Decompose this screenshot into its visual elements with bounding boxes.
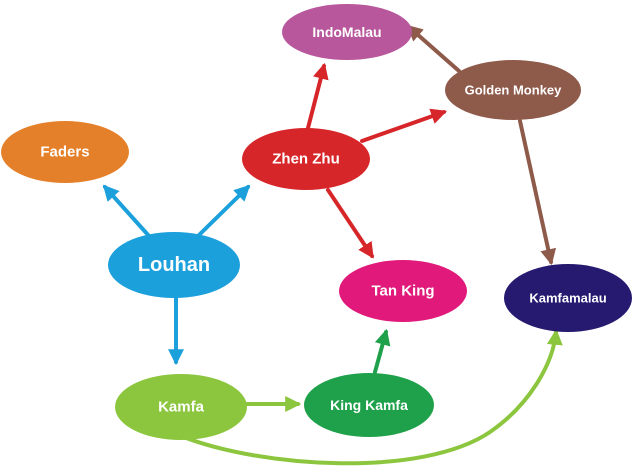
edge-zhen-zhu-to-tan-king bbox=[326, 188, 374, 259]
edge-golden-monkey-to-indomalau bbox=[406, 24, 461, 73]
node-kamfamalau: Kamfamalau bbox=[504, 264, 632, 332]
node-zhen-zhu-label: Zhen Zhu bbox=[272, 151, 340, 168]
node-king-kamfa: King Kamfa bbox=[304, 373, 434, 437]
node-louhan: Louhan bbox=[108, 232, 240, 298]
node-zhen-zhu: Zhen Zhu bbox=[242, 128, 370, 190]
node-zhen-zhu-shape bbox=[242, 128, 370, 190]
node-faders: Faders bbox=[1, 121, 129, 183]
edge-zhen-zhu-to-golden-monkey bbox=[360, 108, 448, 143]
node-kamfamalau-label: Kamfamalau bbox=[529, 291, 606, 306]
node-golden-monkey-label: Golden Monkey bbox=[465, 83, 563, 98]
edge-king-kamfa-to-tan-king bbox=[373, 328, 391, 374]
edge-zhen-zhu-to-indomalau bbox=[306, 62, 329, 130]
edge-louhan-to-faders bbox=[102, 184, 151, 238]
node-tan-king-label: Tan King bbox=[371, 283, 434, 300]
node-tan-king: Tan King bbox=[339, 260, 467, 322]
edge-golden-monkey-to-kamfamalau bbox=[518, 119, 557, 266]
edge-kamfa-to-kamfamalau bbox=[179, 328, 563, 466]
node-golden-monkey: Golden Monkey bbox=[445, 60, 581, 120]
node-indomalau: IndoMalau bbox=[282, 4, 412, 60]
node-kamfa-label: Kamfa bbox=[158, 399, 205, 416]
node-king-kamfa-shape bbox=[304, 373, 434, 437]
node-kamfa: Kamfa bbox=[115, 374, 247, 440]
node-kamfa-shape bbox=[115, 374, 247, 440]
node-tan-king-shape bbox=[339, 260, 467, 322]
node-louhan-label: Louhan bbox=[138, 254, 210, 276]
node-golden-monkey-shape bbox=[445, 60, 581, 120]
node-indomalau-label: IndoMalau bbox=[312, 24, 381, 40]
node-faders-shape bbox=[1, 121, 129, 183]
node-king-kamfa-label: King Kamfa bbox=[330, 397, 408, 413]
node-louhan-shape bbox=[108, 232, 240, 298]
edges-layer bbox=[102, 24, 563, 466]
node-kamfamalau-shape bbox=[504, 264, 632, 332]
node-indomalau-shape bbox=[282, 4, 412, 60]
edge-louhan-to-zhen-zhu bbox=[196, 184, 251, 238]
node-faders-label: Faders bbox=[40, 144, 89, 161]
